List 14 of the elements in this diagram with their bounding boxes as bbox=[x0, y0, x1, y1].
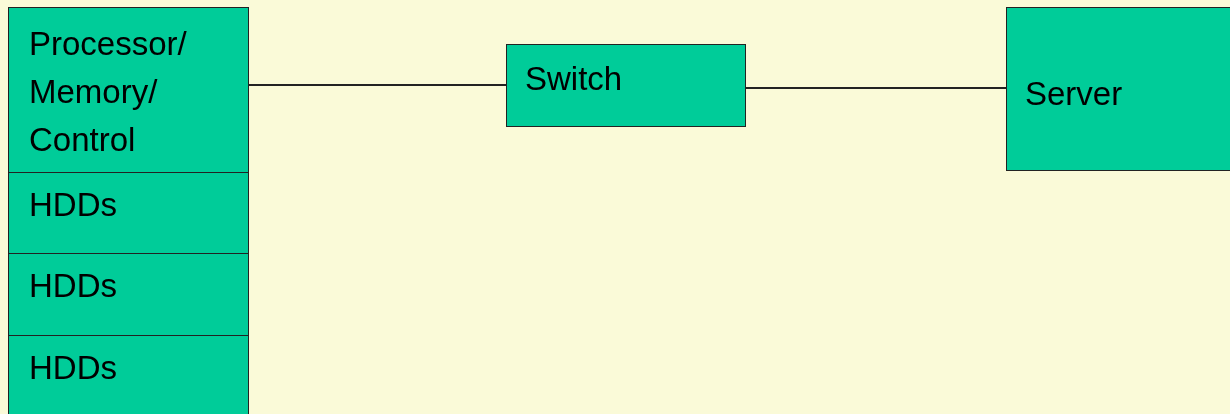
component-box bbox=[8, 172, 249, 254]
box-label: Processor/ Memory/ Control bbox=[29, 24, 188, 160]
component-box bbox=[8, 7, 249, 173]
component-box bbox=[1006, 7, 1230, 171]
box-label: HDDs bbox=[29, 185, 118, 225]
box-label: HDDs bbox=[29, 266, 118, 306]
connector-line bbox=[745, 87, 1007, 89]
connector-line bbox=[248, 84, 507, 86]
box-label: Server bbox=[1025, 74, 1124, 114]
component-box bbox=[8, 335, 249, 414]
box-label: Switch bbox=[525, 59, 624, 99]
box-label: HDDs bbox=[29, 348, 118, 388]
component-box bbox=[8, 253, 249, 336]
component-box bbox=[506, 44, 746, 127]
